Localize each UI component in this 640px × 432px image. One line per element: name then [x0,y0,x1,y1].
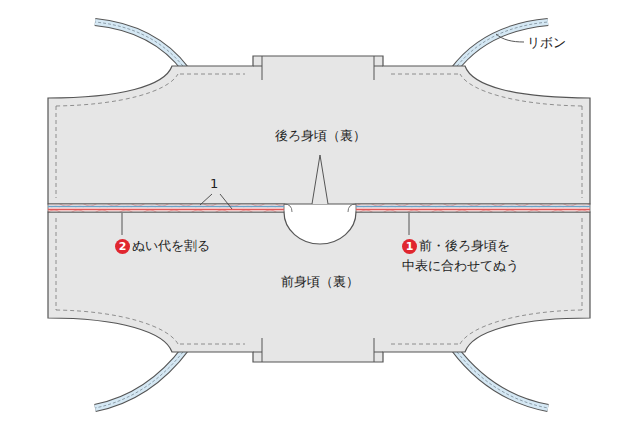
back-bodice [48,56,590,204]
part-name: リボン [527,33,566,53]
instruction-note: 前・後ろ身頃を 中表に合わせてぬう [402,236,540,275]
callout-number: 2 [115,239,130,254]
dart [312,155,328,204]
part-name: 後ろ身頃（裏） [275,126,366,146]
instruction-note: ぬい代を割る [115,236,210,256]
callout-number: 1 [402,239,417,254]
leader-line [122,34,524,235]
part-number: 1 [210,174,218,194]
part-name: 前身頃（裏） [281,272,359,292]
front-bodice [48,212,590,362]
seam-allowance [48,204,590,212]
